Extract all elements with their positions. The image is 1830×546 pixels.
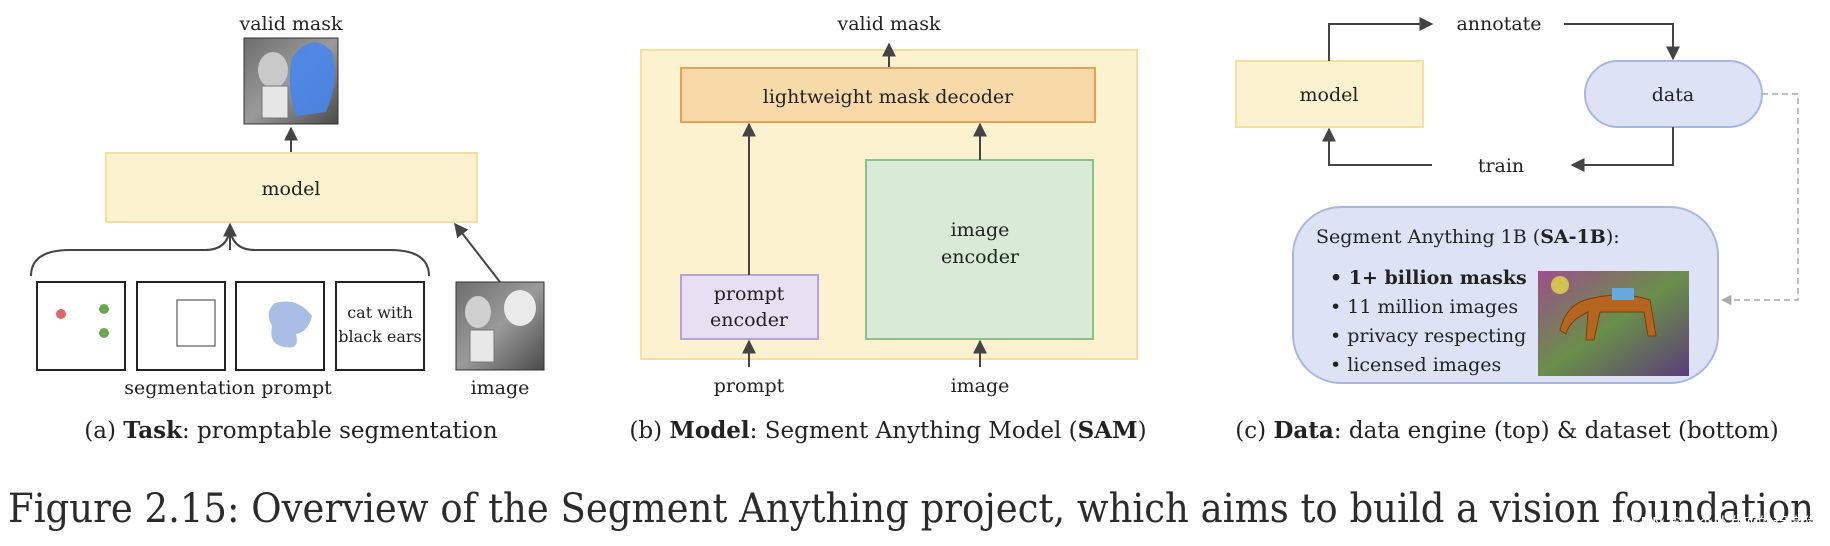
annotate-label: annotate — [1456, 13, 1541, 35]
text-prompt-line-2: black ears — [338, 327, 422, 346]
panel-b-caption: (b) Model: Segment Anything Model (SAM) — [629, 417, 1146, 444]
panel-b-image-input-label: image — [951, 375, 1010, 397]
panel-a-input-image — [455, 281, 545, 371]
prompt-encoder-label-2: encoder — [710, 309, 789, 331]
watermark: CSDN @一个处女座的程序猿 — [1620, 514, 1818, 532]
data-engine-model-label: model — [1300, 84, 1359, 106]
sa1b-sample-image — [1538, 271, 1689, 376]
sa1b-bullet-4: • licensed images — [1330, 354, 1501, 376]
panel-a-arrow-image-to-model — [454, 222, 501, 283]
arrow-annotate-to-data — [1564, 23, 1680, 61]
arrow-model-to-annotate — [1328, 17, 1434, 61]
panel-c-data: model data annotate train Segment Anythi… — [1235, 13, 1799, 444]
mask-decoder-box — [680, 67, 1096, 123]
text-prompt-line-1: cat with — [347, 303, 413, 322]
panel-a-model-label: model — [262, 178, 321, 200]
panel-a-task: valid mask model — [30, 13, 545, 444]
dashed-arrow-data-to-dataset — [1720, 93, 1799, 306]
panel-c-caption: (c) Data: data engine (top) & dataset (b… — [1235, 417, 1778, 444]
panel-b-output-label: valid mask — [836, 13, 941, 35]
image-encoder-label-1: image — [951, 219, 1010, 241]
arrow-train-to-model — [1322, 127, 1432, 166]
image-encoder-label-2: encoder — [941, 246, 1020, 268]
panel-a-output-label: valid mask — [238, 13, 343, 35]
panel-a-image-label: image — [471, 377, 530, 399]
panel-a-output-mask-image — [243, 37, 339, 125]
positive-point-icon — [99, 304, 109, 314]
negative-point-icon — [56, 309, 66, 319]
mask-blob-icon — [268, 301, 312, 348]
prompt-box-box — [136, 281, 226, 371]
panel-b-model: valid mask lightweight mask decoder imag… — [629, 13, 1146, 444]
prompt-points-box — [36, 281, 126, 371]
figure-caption: Figure 2.15: Overview of the Segment Any… — [8, 486, 1814, 532]
sa1b-bullet-2: • 11 million images — [1330, 296, 1518, 318]
data-engine-data-label: data — [1652, 84, 1694, 106]
panel-b-prompt-input-label: prompt — [714, 375, 785, 397]
prompt-encoder-label-1: prompt — [714, 283, 785, 305]
arrow-data-to-train — [1570, 127, 1674, 172]
sa1b-bullet-3: • privacy respecting — [1330, 325, 1526, 347]
prompt-encoder-box — [680, 274, 819, 340]
mask-decoder-label: lightweight mask decoder — [763, 86, 1014, 108]
prompt-text-box: cat with black ears — [335, 281, 425, 371]
prompt-mask-box — [235, 281, 325, 371]
sa1b-bullet-1: • 1+ billion masks — [1330, 267, 1527, 289]
panel-a-prompts-label: segmentation prompt — [124, 377, 332, 399]
bounding-box-icon — [176, 299, 216, 347]
data-engine-model-box — [1235, 60, 1424, 128]
sa1b-title: Segment Anything 1B (SA-1B): — [1316, 226, 1620, 248]
panel-a-model-box — [105, 152, 478, 223]
train-label: train — [1478, 155, 1524, 177]
panel-a-caption: (a) Task: promptable segmentation — [84, 417, 498, 444]
positive-point-icon — [99, 328, 109, 338]
